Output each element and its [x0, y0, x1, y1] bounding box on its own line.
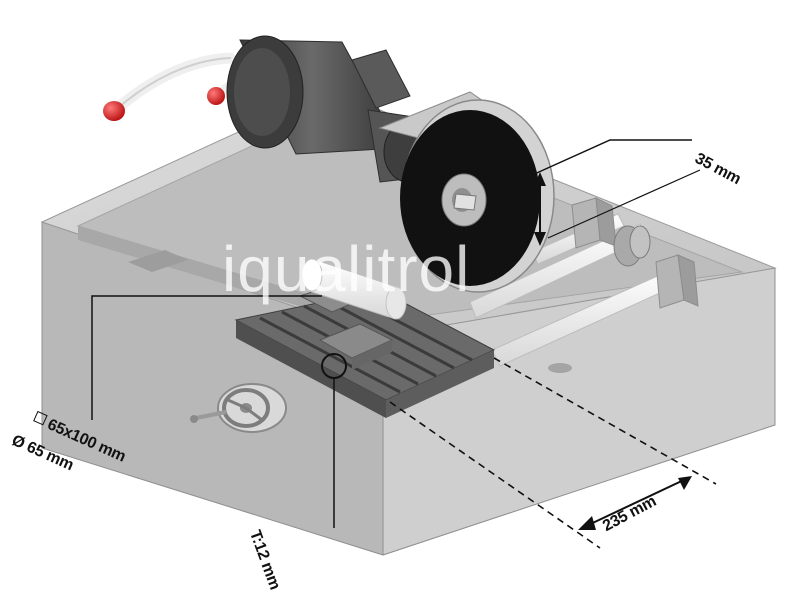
square-icon: [33, 410, 48, 426]
dimension-lines: [91, 139, 717, 549]
workpiece: [301, 258, 407, 320]
rail-supports: [571, 197, 699, 309]
handwheel: [190, 383, 287, 433]
blade-assembly: [378, 91, 555, 293]
